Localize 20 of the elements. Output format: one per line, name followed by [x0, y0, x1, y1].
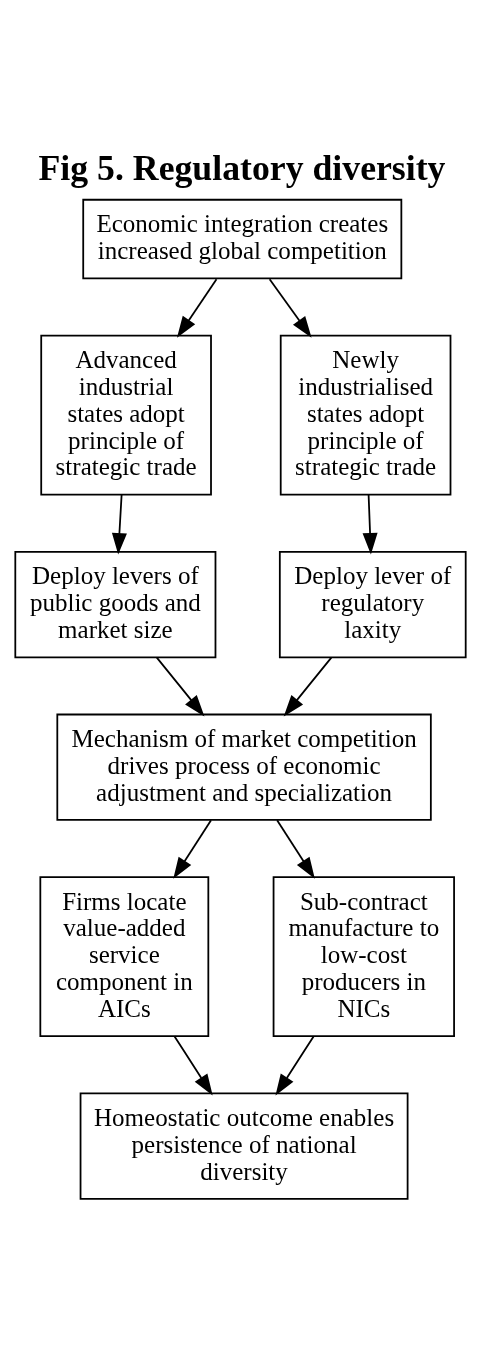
node-box: Deploy lever of regulatory laxity [278, 550, 467, 659]
diagram-title: Fig 5. Regulatory diversity [38, 148, 446, 189]
node-box: Deploy levers of public goods and market size [14, 550, 217, 659]
arrow [268, 278, 312, 338]
node-box: Mechanism of market competition drives process of economic adjustment and specialization [56, 713, 432, 821]
node-box: Firms locate value-added service component in AICs [39, 876, 210, 1038]
arrow [173, 1035, 213, 1096]
node-box: Homeostatic outcome enables persistence of national diversity [79, 1092, 409, 1200]
arrow [173, 819, 212, 879]
arrow [276, 819, 315, 879]
arrow [111, 493, 127, 555]
node-box: Economic integration creates increased global competition [82, 198, 403, 280]
node-box: Sub-contract manufacture to low-cost producers in NICs [272, 876, 455, 1038]
arrow [275, 1035, 315, 1096]
arrow [155, 656, 205, 717]
arrow [362, 493, 378, 555]
node-box: Newly industrialised states adopt principle of strategic trade [279, 334, 452, 496]
arrow [283, 656, 333, 717]
node-box: Advanced industrial states adopt principle of strategic trade [40, 334, 212, 496]
arrow [176, 278, 218, 338]
